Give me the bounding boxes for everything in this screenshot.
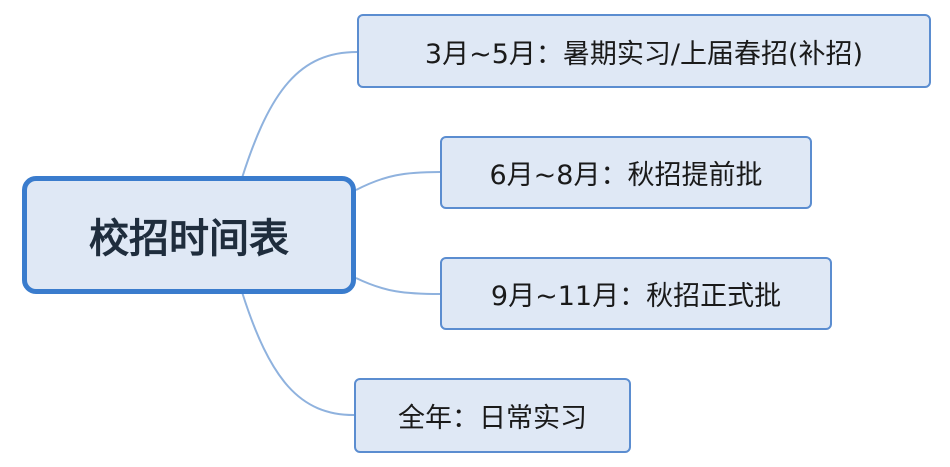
branch-topic-early-autumn[interactable]: 6月~8月：秋招提前批 [440, 136, 812, 209]
branch-topic-label: 9月~11月：秋招正式批 [490, 281, 782, 312]
connector-to-branch-0 [241, 51, 358, 179]
root-topic-label: 校招时间表 [89, 216, 289, 262]
root-topic[interactable]: 校招时间表 [22, 176, 356, 294]
branch-topic-spring[interactable]: 3月~5月：暑期实习/上届春招(补招) [357, 14, 931, 88]
branch-topic-label: 全年：日常实习 [398, 403, 587, 434]
connector-to-branch-3 [241, 291, 355, 416]
connector-to-branch-2 [355, 277, 441, 295]
connector-to-branch-1 [355, 171, 441, 191]
branch-topic-label: 6月~8月：秋招提前批 [489, 160, 763, 191]
branch-topic-year-round[interactable]: 全年：日常实习 [354, 378, 631, 453]
branch-topic-autumn-formal[interactable]: 9月~11月：秋招正式批 [440, 257, 832, 330]
branch-topic-label: 3月~5月：暑期实习/上届春招(补招) [424, 38, 864, 70]
